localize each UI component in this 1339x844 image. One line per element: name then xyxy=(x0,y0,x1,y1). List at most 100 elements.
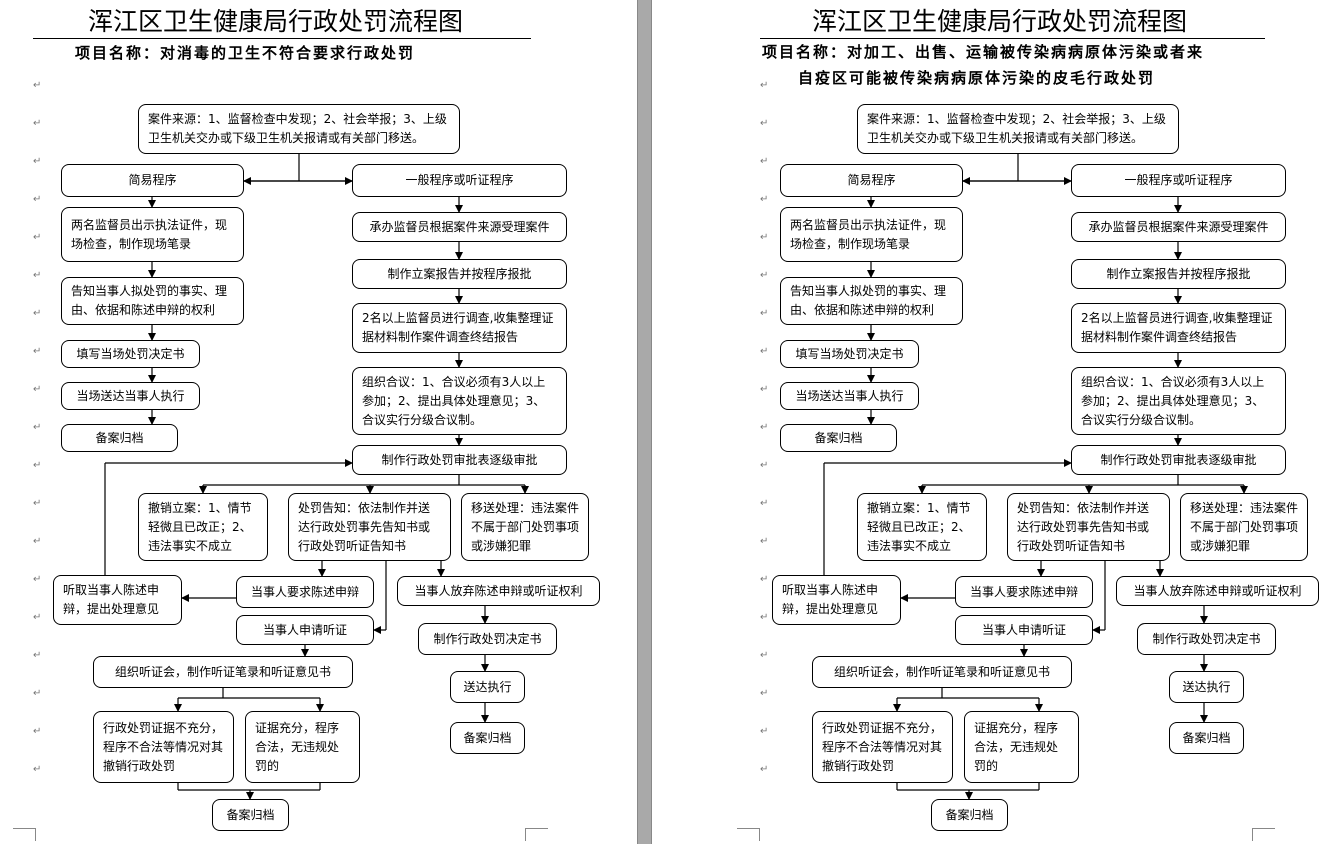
paragraph-mark: ↵ xyxy=(33,308,42,319)
page-title: 浑江区卫生健康局行政处罚流程图 xyxy=(88,7,464,36)
paragraph-mark: ↵ xyxy=(33,764,42,775)
flow-node-general: 一般程序或听证程序 xyxy=(352,164,567,197)
flow-node-text: 备案归档 xyxy=(95,430,144,445)
flow-node-general-4: 组织合议：1、合议必须有3人以上参加；2、提出具体处理意见；3、合议实行分级合议… xyxy=(1071,367,1286,435)
paragraph-mark: ↵ xyxy=(33,612,42,623)
project-name-line-1: 项目名称：对加工、出售、运输被传染病病原体污染或者来 xyxy=(762,43,1205,61)
flow-node-text: 制作行政处罚审批表逐级审批 xyxy=(381,452,538,467)
flow-node-simple-5: 备案归档 xyxy=(61,424,178,452)
flow-node-text: 移送处理：违法案件不属于部门处罚事项或涉嫌犯罪 xyxy=(1190,500,1299,553)
flow-node-text: 移送处理：违法案件不属于部门处罚事项或涉嫌犯罪 xyxy=(471,500,580,553)
crop-mark xyxy=(737,828,760,841)
paragraph-mark: ↵ xyxy=(760,232,769,243)
crop-mark xyxy=(1252,828,1275,841)
flow-node-general-2: 制作立案报告并按程序报批 xyxy=(352,259,567,289)
flow-node-request-statement: 当事人要求陈述申辩 xyxy=(236,576,374,608)
paragraph-mark: ↵ xyxy=(760,308,769,319)
flow-node-simple-1: 两名监督员出示执法证件，现场检查，制作现场笔录 xyxy=(780,207,963,262)
flow-node-simple-3: 填写当场处罚决定书 xyxy=(61,340,200,368)
project-name: 项目名称：对消毒的卫生不符合要求行政处罚 xyxy=(75,44,416,62)
flow-node-text: 处罚告知：依法制作并送达行政处罚事先告知书或行政处罚听证告知书 xyxy=(298,500,431,553)
flow-node-simple-2: 告知当事人拟处罚的事实、理由、依据和陈述申辩的权利 xyxy=(780,277,963,325)
paragraph-mark: ↵ xyxy=(33,346,42,357)
flow-node-insufficient: 行政处罚证据不充分，程序不合法等情况对其撤销行政处罚 xyxy=(812,711,953,783)
document-page-2: 浑江区卫生健康局行政处罚流程图 项目名称：对加工、出售、运输被传染病病原体污染或… xyxy=(652,0,1339,844)
flow-node-decision: 制作行政处罚决定书 xyxy=(418,623,557,655)
flow-node-text: 一般程序或听证程序 xyxy=(1124,173,1233,187)
flow-node-text: 两名监督员出示执法证件，现场检查，制作现场笔录 xyxy=(71,217,228,251)
paragraph-mark: ↵ xyxy=(760,384,769,395)
paragraph-mark: ↵ xyxy=(760,688,769,699)
title-divider xyxy=(33,38,531,39)
flow-node-source: 案件来源：1、监督检查中发现；2、社会举报；3、上级卫生机关交办或下级卫生机关报… xyxy=(138,104,460,154)
flow-node-text: 行政处罚证据不充分，程序不合法等情况对其撤销行政处罚 xyxy=(103,720,224,773)
flow-node-text: 当事人申请听证 xyxy=(262,622,347,637)
flow-node-text: 证据充分，程序合法，无违规处罚的 xyxy=(974,720,1059,773)
flow-node-text: 告知当事人拟处罚的事实、理由、依据和陈述申辩的权利 xyxy=(71,284,228,317)
flow-node-hear-statement: 听取当事人陈述申辩，提出处理意见 xyxy=(772,575,901,625)
flow-node-notice: 处罚告知：依法制作并送达行政处罚事先告知书或行政处罚听证告知书 xyxy=(288,493,451,561)
paragraph-mark: ↵ xyxy=(33,118,42,129)
paragraph-mark: ↵ xyxy=(33,156,42,167)
flow-node-text: 送达执行 xyxy=(463,679,512,694)
flow-node-archive-right: 备案归档 xyxy=(1169,722,1244,754)
flow-node-sufficient: 证据充分，程序合法，无违规处罚的 xyxy=(964,711,1079,783)
flow-node-text: 行政处罚证据不充分，程序不合法等情况对其撤销行政处罚 xyxy=(822,720,943,773)
flow-node-text: 填写当场处罚决定书 xyxy=(76,346,185,361)
flow-node-text: 送达执行 xyxy=(1182,679,1231,694)
flow-node-general-1: 承办监督员根据案件来源受理案件 xyxy=(1071,212,1286,242)
page-title: 浑江区卫生健康局行政处罚流程图 xyxy=(812,7,1188,36)
paragraph-mark: ↵ xyxy=(760,194,769,205)
paragraph-mark: ↵ xyxy=(33,460,42,471)
paragraph-mark: ↵ xyxy=(33,726,42,737)
flow-node-text: 案件来源：1、监督检查中发现；2、社会举报；3、上级卫生机关交办或下级卫生机关报… xyxy=(867,112,1166,145)
flow-node-general-3: 2名以上监督员进行调查,收集整理证据材料制作案件调查终结报告 xyxy=(1071,303,1286,353)
flow-node-archive-bottom: 备案归档 xyxy=(212,799,289,831)
flow-node-general-2: 制作立案报告并按程序报批 xyxy=(1071,259,1286,289)
flow-node-waive: 当事人放弃陈述申辩或听证权利 xyxy=(397,576,600,606)
flow-node-text: 简易程序 xyxy=(847,173,896,187)
flow-node-text: 填写当场处罚决定书 xyxy=(795,346,904,361)
flow-node-text: 案件来源：1、监督检查中发现；2、社会举报；3、上级卫生机关交办或下级卫生机关报… xyxy=(148,112,447,145)
flow-node-sufficient: 证据充分，程序合法，无违规处罚的 xyxy=(245,711,360,783)
flow-node-source: 案件来源：1、监督检查中发现；2、社会举报；3、上级卫生机关交办或下级卫生机关报… xyxy=(857,104,1179,154)
project-name-line-2: 自疫区可能被传染病病原体污染的皮毛行政处罚 xyxy=(798,69,1156,87)
flow-node-text: 备案归档 xyxy=(226,807,275,822)
paragraph-mark: ↵ xyxy=(33,194,42,205)
paragraph-mark: ↵ xyxy=(760,80,769,91)
paragraph-mark: ↵ xyxy=(760,270,769,281)
flow-node-text: 撤销立案：1、情节轻微且已改正；2、违法事实不成立 xyxy=(148,500,252,553)
flow-node-text: 承办监督员根据案件来源受理案件 xyxy=(1088,219,1269,234)
flow-node-simple-5: 备案归档 xyxy=(780,424,897,452)
flow-node-simple: 简易程序 xyxy=(61,164,244,197)
paragraph-mark: ↵ xyxy=(33,650,42,661)
paragraph-mark: ↵ xyxy=(33,422,42,433)
flow-node-text: 组织合议：1、合议必须有3人以上参加；2、提出具体处理意见；3、合议实行分级合议… xyxy=(1081,374,1265,427)
flow-node-simple-3: 填写当场处罚决定书 xyxy=(780,340,919,368)
paragraph-mark: ↵ xyxy=(33,232,42,243)
flow-node-text: 制作行政处罚决定书 xyxy=(1152,631,1261,646)
paragraph-mark: ↵ xyxy=(760,422,769,433)
flow-node-text: 制作行政处罚决定书 xyxy=(433,631,542,646)
flow-node-simple: 简易程序 xyxy=(780,164,963,197)
flow-node-request-statement: 当事人要求陈述申辩 xyxy=(955,576,1093,608)
flow-node-text: 告知当事人拟处罚的事实、理由、依据和陈述申辩的权利 xyxy=(790,284,947,317)
flow-node-decision: 制作行政处罚决定书 xyxy=(1137,623,1276,655)
flow-node-text: 一般程序或听证程序 xyxy=(405,173,514,187)
flow-node-text: 当事人放弃陈述申辩或听证权利 xyxy=(414,583,583,598)
document-page-1: 浑江区卫生健康局行政处罚流程图 项目名称：对消毒的卫生不符合要求行政处罚 案件来… xyxy=(0,0,637,844)
flow-node-hold-hearing: 组织听证会，制作听证笔录和听证意见书 xyxy=(812,656,1072,688)
paragraph-mark: ↵ xyxy=(33,270,42,281)
flow-node-request-hearing: 当事人申请听证 xyxy=(955,615,1093,645)
flow-node-text: 当场送达当事人执行 xyxy=(76,388,185,403)
flow-node-cancel: 撤销立案：1、情节轻微且已改正；2、违法事实不成立 xyxy=(138,493,268,561)
paragraph-mark: ↵ xyxy=(33,536,42,547)
flow-node-text: 当事人要求陈述申辩 xyxy=(250,584,359,599)
flow-node-text: 备案归档 xyxy=(1182,730,1231,745)
flow-node-general-1: 承办监督员根据案件来源受理案件 xyxy=(352,212,567,242)
paragraph-mark: ↵ xyxy=(760,612,769,623)
paragraph-mark: ↵ xyxy=(33,688,42,699)
paragraph-mark: ↵ xyxy=(33,574,42,585)
crop-mark xyxy=(13,828,36,841)
flow-node-approval: 制作行政处罚审批表逐级审批 xyxy=(1071,445,1286,475)
